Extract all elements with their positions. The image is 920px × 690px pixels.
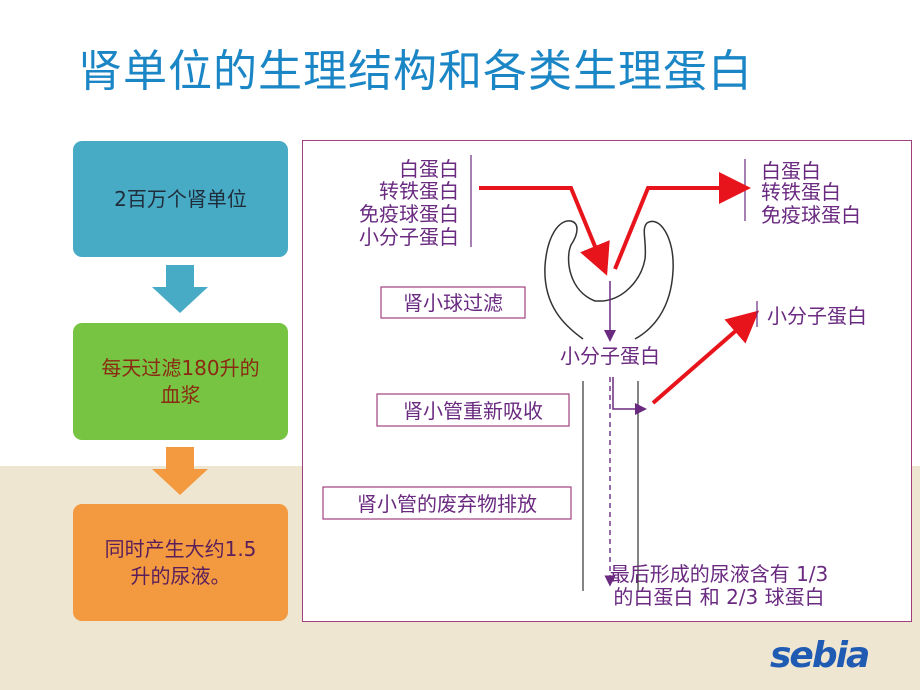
final-note-line: 最后形成的尿液含有 1/3 (610, 562, 829, 586)
protein-label: 免疫球蛋白 (761, 203, 861, 227)
tubule-shape (582, 381, 639, 591)
input-protein-list: 白蛋白 转铁蛋白 免疫球蛋白 小分子蛋白 (359, 155, 472, 249)
protein-label: 免疫球蛋白 (359, 202, 459, 226)
glomerulus-label-box (380, 286, 526, 319)
filtrate-label: 小分子蛋白 (560, 344, 660, 368)
final-note-line: 的白蛋白 和 2/3 球蛋白 (613, 585, 824, 609)
nephron-diagram-panel: 白蛋白 转铁蛋白 免疫球蛋白 小分子蛋白 白蛋白 转铁蛋白 免疫球蛋白 (302, 140, 912, 622)
step-box-text: 2百万个肾单位 (114, 186, 247, 211)
protein-label: 白蛋白 (761, 159, 821, 183)
glomerulus-label: 肾小球过滤 (403, 291, 503, 315)
tubule-excrete-label-box (322, 486, 572, 520)
protein-label: 转铁蛋白 (761, 180, 841, 204)
input-arrow-icon (479, 172, 751, 276)
nephron-diagram: 白蛋白 转铁蛋白 免疫球蛋白 小分子蛋白 白蛋白 转铁蛋白 免疫球蛋白 (322, 155, 867, 609)
reabsorb-flow-icon (612, 377, 647, 415)
protein-label: 白蛋白 (399, 157, 459, 181)
step-box-text: 同时产生大约1.5 升的尿液。 (104, 536, 257, 588)
sebia-logo: sebia (770, 635, 870, 676)
page-title: 肾单位的生理结构和各类生理蛋白 (78, 46, 753, 97)
tubule-reabsorb-label-box (376, 393, 570, 427)
step-box-urine: 同时产生大约1.5 升的尿液。 (73, 504, 288, 621)
protein-label: 转铁蛋白 (379, 179, 459, 203)
glomerulus-shape (544, 220, 674, 340)
output-protein-list: 白蛋白 转铁蛋白 免疫球蛋白 (744, 159, 861, 227)
down-arrow-icon (152, 265, 208, 313)
tubule-reabsorb-label: 肾小管重新吸收 (403, 399, 543, 423)
tubule-excrete-label: 肾小管的废弃物排放 (357, 492, 537, 516)
step-box-text: 每天过滤180升的 血浆 (101, 355, 260, 407)
step-box-nephrons: 2百万个肾单位 (73, 141, 288, 257)
down-arrow-icon (152, 447, 208, 495)
protein-label: 小分子蛋白 (359, 225, 459, 249)
reabsorbed-protein-label: 小分子蛋白 (767, 304, 867, 328)
step-box-filtration: 每天过滤180升的 血浆 (73, 323, 288, 440)
reabsorb-arrow-icon (651, 310, 760, 405)
